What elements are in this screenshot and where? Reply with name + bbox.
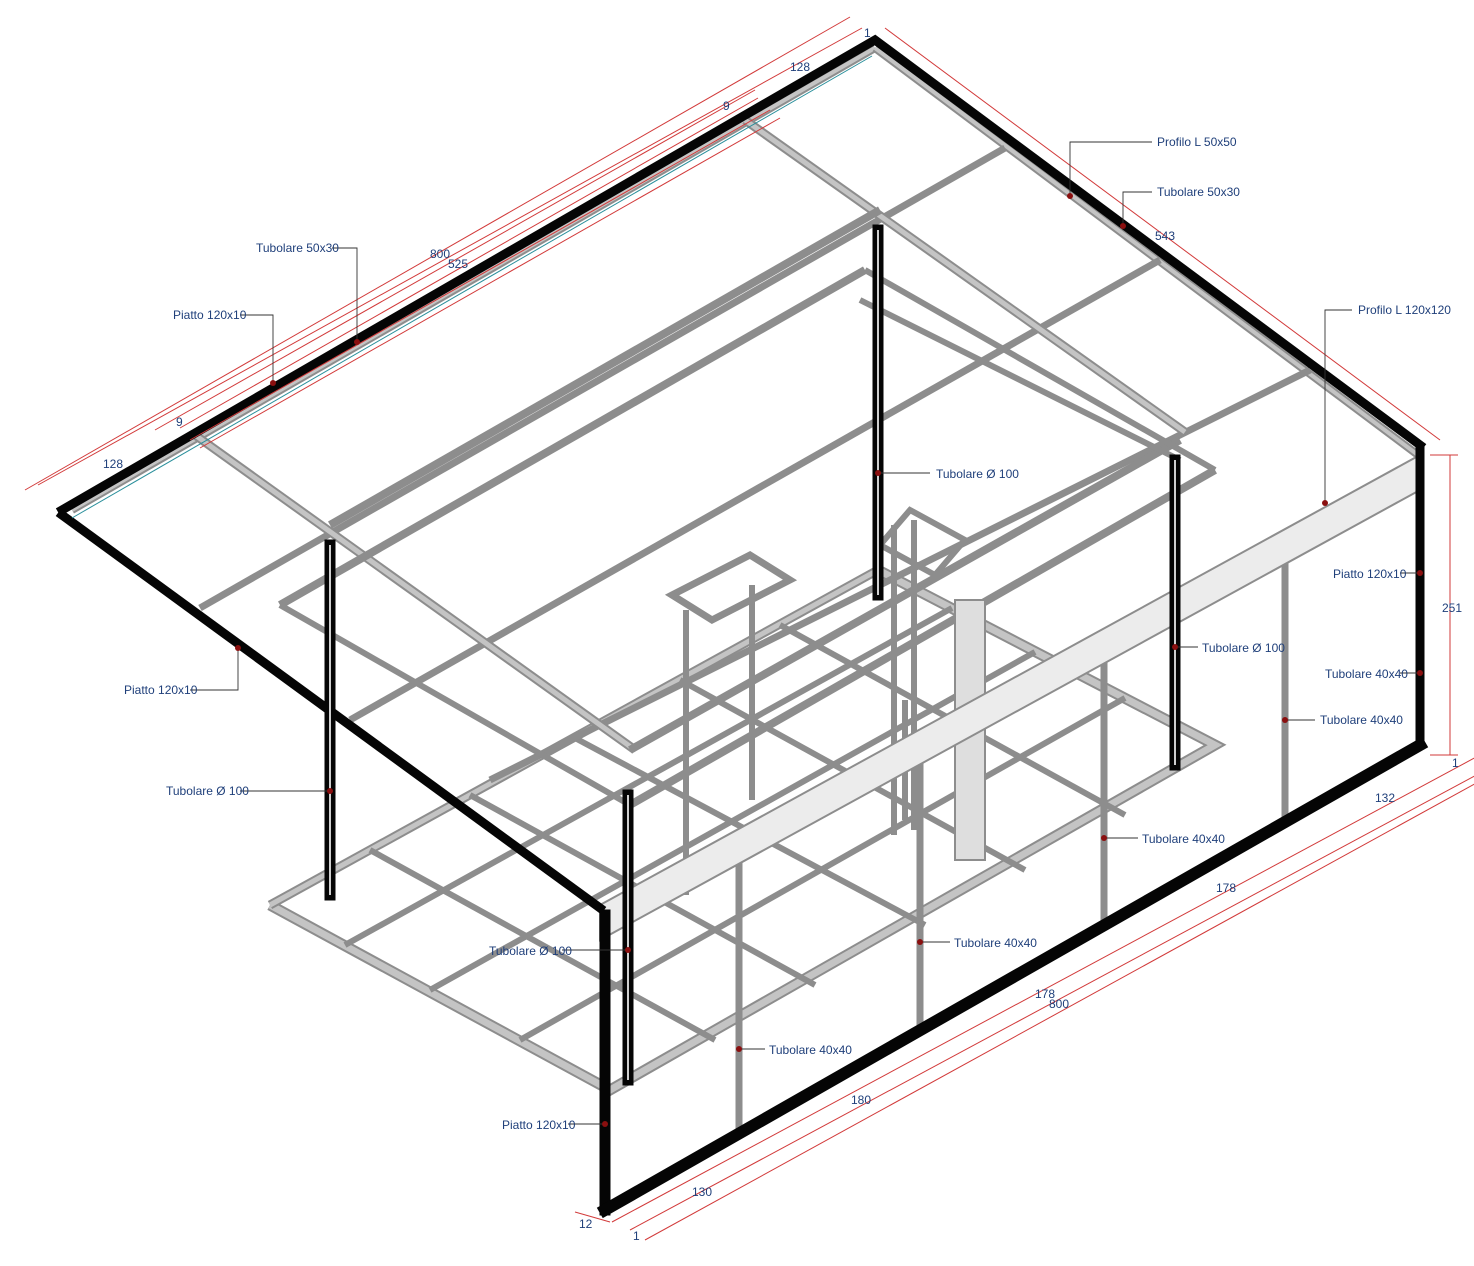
dim-1-front: 1 <box>633 1229 640 1243</box>
dim-12: 12 <box>579 1217 593 1231</box>
steel-frame-structure <box>70 44 1421 1135</box>
dimension-texts: 128 9 800 525 9 128 1 543 251 1 132 178 … <box>103 26 1462 1243</box>
dim-525-top: 525 <box>448 257 468 271</box>
label-tubolare-40-right-b: Tubolare 40x40 <box>1320 713 1403 727</box>
label-tubolare-40-front-a: Tubolare 40x40 <box>954 936 1037 950</box>
dim-800-front: 800 <box>1049 997 1069 1011</box>
dim-178-a: 178 <box>1216 881 1236 895</box>
label-tubolare-40-front-b: Tubolare 40x40 <box>769 1043 852 1057</box>
marker-dots <box>235 193 1423 1127</box>
component-labels: Profilo L 50x50 Tubolare 50x30 Tubolare … <box>124 135 1451 1132</box>
dim-1-top: 1 <box>864 26 871 40</box>
label-piatto-top-left: Piatto 120x10 <box>173 308 247 322</box>
label-profilo-l-50x50: Profilo L 50x50 <box>1157 135 1237 149</box>
label-tubolare-50x30-left: Tubolare 50x30 <box>256 241 339 255</box>
dim-178-b: 178 <box>1035 987 1055 1001</box>
base-frame <box>267 565 1227 1097</box>
label-profilo-l-120x120: Profilo L 120x120 <box>1358 303 1451 317</box>
label-tubolare-40-mid: Tubolare 40x40 <box>1142 832 1225 846</box>
dim-180: 180 <box>851 1093 871 1107</box>
leader-lines <box>190 141 1420 1125</box>
dim-9-left: 9 <box>176 415 183 429</box>
label-piatto-right: Piatto 120x10 <box>1333 567 1407 581</box>
roof-frame <box>70 44 1421 809</box>
columns-40x40 <box>735 540 1289 1135</box>
label-tubolare-100-front: Tubolare Ø 100 <box>489 944 572 958</box>
dim-800-top: 800 <box>430 247 450 261</box>
dim-1-right: 1 <box>1452 756 1459 770</box>
label-piatto-left: Piatto 120x10 <box>124 683 198 697</box>
label-tubolare-50x30-right: Tubolare 50x30 <box>1157 185 1240 199</box>
dim-251: 251 <box>1442 601 1462 615</box>
dimension-lines <box>24 16 1474 1241</box>
dim-128-left: 128 <box>103 457 123 471</box>
label-piatto-bottom: Piatto 120x10 <box>502 1118 576 1132</box>
label-tubolare-100-left: Tubolare Ø 100 <box>166 784 249 798</box>
dim-543: 543 <box>1155 229 1175 243</box>
columns-tubolare-100 <box>324 224 1181 1086</box>
label-tubolare-40-right-a: Tubolare 40x40 <box>1325 667 1408 681</box>
label-tubolare-100-center: Tubolare Ø 100 <box>936 467 1019 481</box>
dim-130: 130 <box>692 1185 712 1199</box>
dim-128-top: 128 <box>790 60 810 74</box>
dim-9-top: 9 <box>723 99 730 113</box>
dim-132: 132 <box>1375 791 1395 805</box>
label-tubolare-100-right: Tubolare Ø 100 <box>1202 641 1285 655</box>
